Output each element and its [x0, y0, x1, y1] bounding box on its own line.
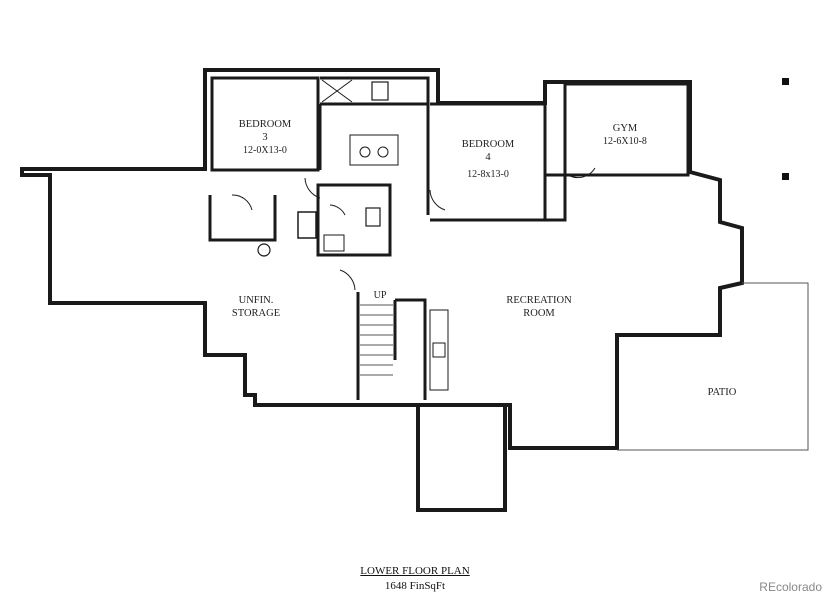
watermark: REcolorado	[759, 580, 822, 594]
patio-outline	[617, 282, 809, 451]
plan-title: LOWER FLOOR PLAN	[360, 565, 470, 577]
bedroom-4-number: 4	[485, 152, 491, 163]
wet-bar-counter	[429, 309, 449, 391]
door-swing	[304, 177, 321, 199]
mechanical-box	[297, 211, 317, 239]
bedroom-3-walls	[210, 76, 320, 172]
marker-square	[782, 78, 789, 85]
storage-line2: STORAGE	[231, 308, 281, 319]
gym-dims: 12-6X10-8	[603, 136, 647, 147]
bedroom-4-label: BEDROOM 4 12-8x13-0	[452, 138, 524, 181]
bedroom-3-label: BEDROOM 3 12-0X13-0	[230, 118, 300, 157]
lower-sink	[323, 234, 345, 252]
sink-left	[359, 146, 371, 158]
stair-treads	[360, 304, 393, 376]
vanity-counter	[349, 134, 399, 166]
plan-area: 1648 FinSqFt	[384, 580, 446, 592]
sink-right	[377, 146, 389, 158]
toilet-upper	[371, 81, 389, 101]
recreation-line2: ROOM	[523, 308, 555, 319]
recreation-label: RECREATION ROOM	[498, 294, 580, 320]
bedroom-4-walls	[430, 102, 547, 222]
bedroom-3-dims: 12-0X13-0	[243, 145, 287, 156]
bedroom-3-number: 3	[262, 132, 268, 143]
stairs-up-label: UP	[373, 290, 387, 301]
window-well	[416, 405, 507, 512]
patio-name: PATIO	[707, 387, 737, 398]
marker-square	[782, 173, 789, 180]
bathroom-walls	[318, 76, 430, 215]
gym-name: GYM	[612, 123, 638, 134]
door-swing	[339, 269, 356, 291]
toilet-lower	[365, 207, 381, 227]
storage-label: UNFIN. STORAGE	[225, 294, 287, 320]
lower-bath-walls	[316, 183, 392, 257]
wet-bar-sink	[432, 342, 446, 358]
shower-x	[321, 79, 353, 103]
bedroom-4-dims: 12-8x13-0	[467, 169, 509, 180]
door-swing	[231, 194, 253, 211]
stair-walls	[356, 292, 427, 400]
gym-label: GYM 12-6X10-8	[595, 122, 655, 148]
recreation-line1: RECREATION	[506, 295, 572, 306]
patio-label: PATIO	[700, 386, 744, 399]
gym-walls	[563, 82, 690, 177]
gym-closet	[545, 173, 567, 222]
bedroom-4-name: BEDROOM	[461, 139, 515, 150]
closet-wall	[208, 195, 277, 242]
bedroom-3-name: BEDROOM	[238, 119, 292, 130]
door-swing	[329, 204, 346, 216]
storage-line1: UNFIN.	[238, 295, 274, 306]
water-heater	[257, 243, 271, 257]
door-swing	[569, 167, 596, 179]
door-swing	[429, 189, 446, 211]
